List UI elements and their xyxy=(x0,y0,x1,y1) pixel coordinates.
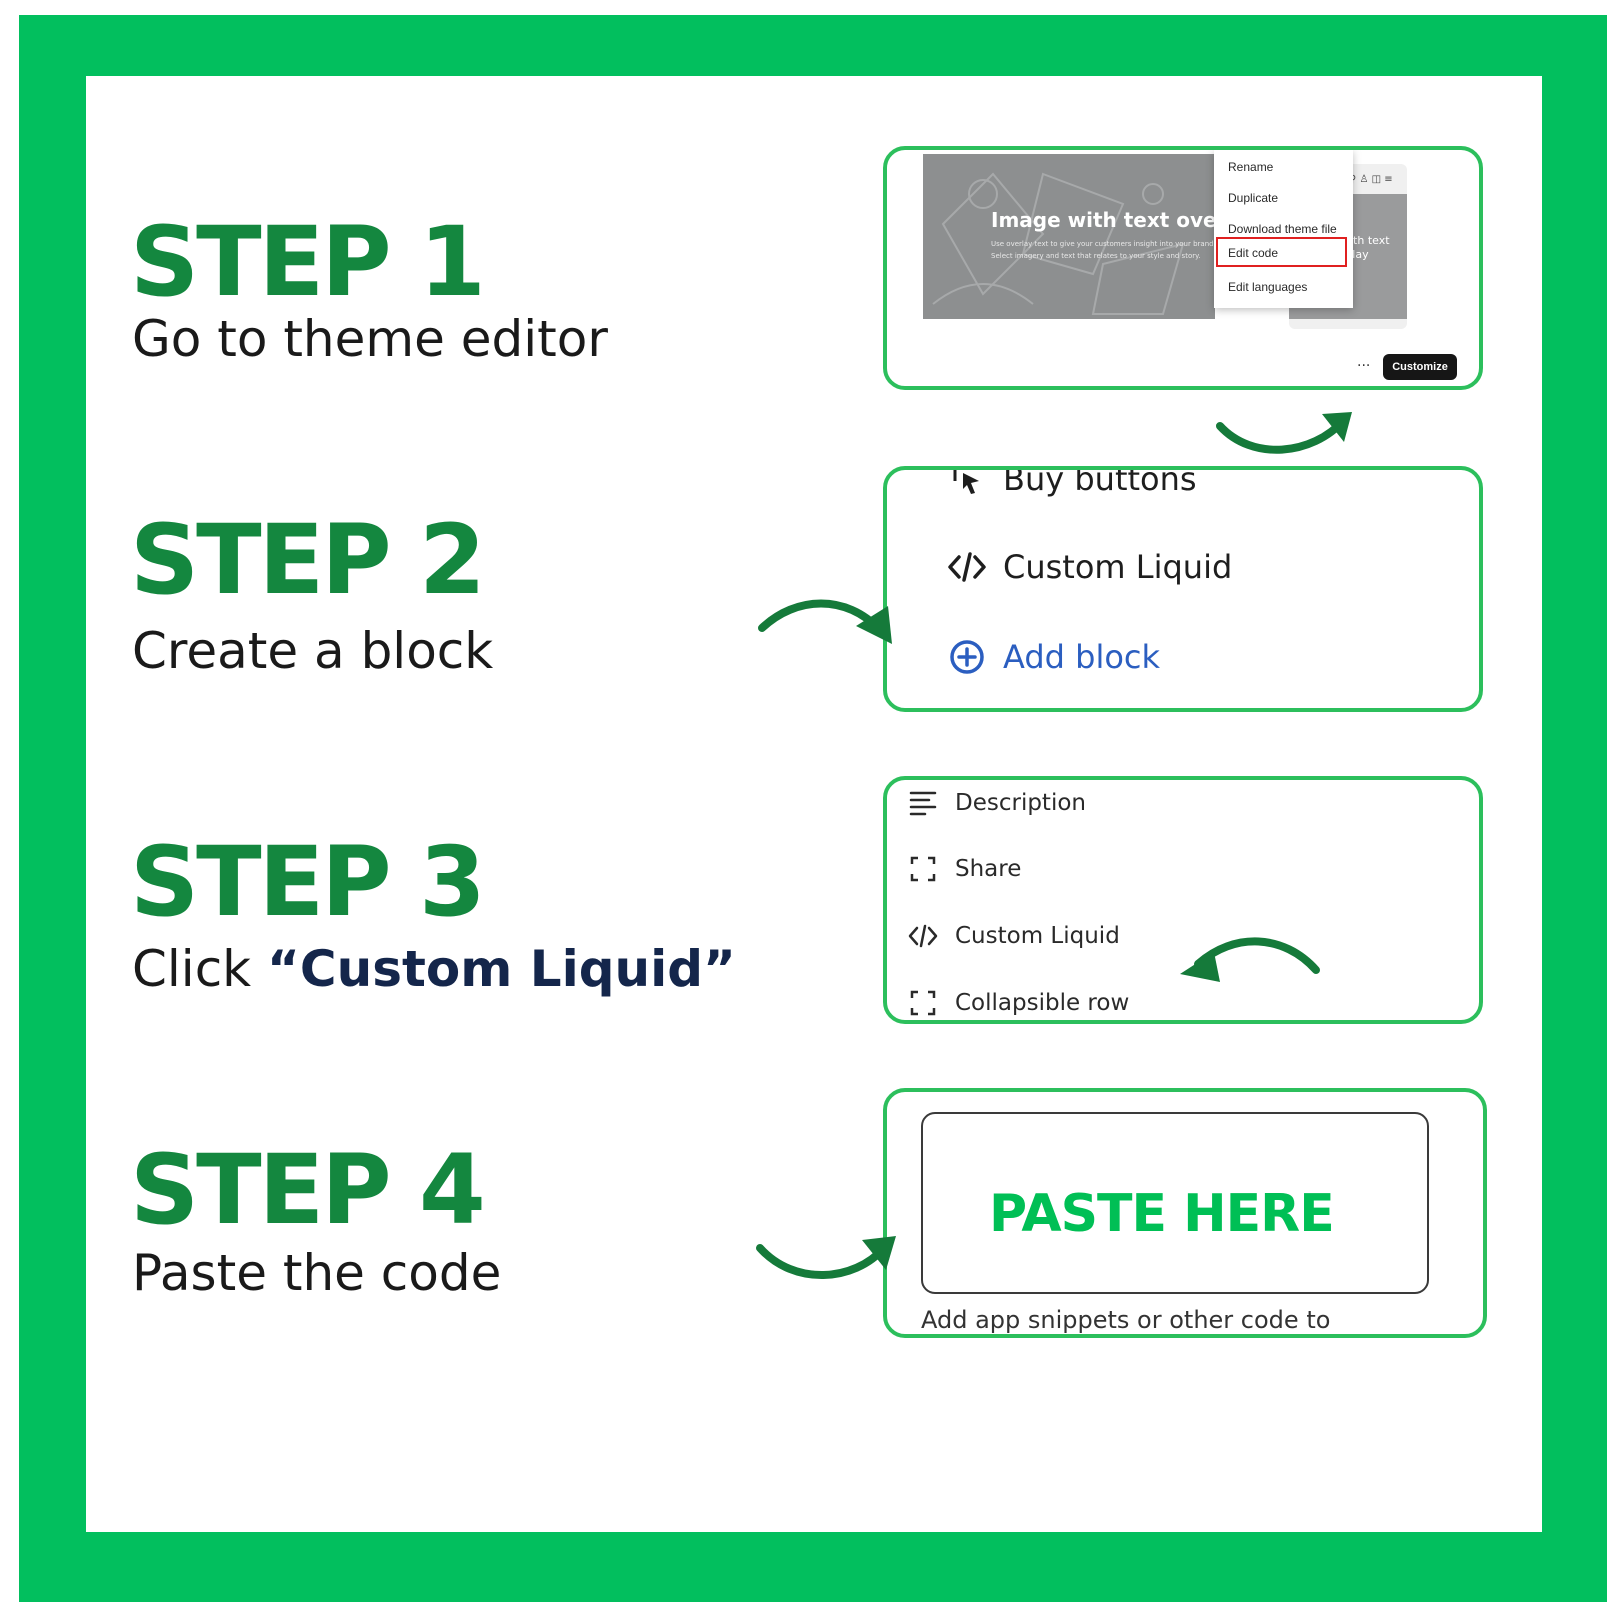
mobile-nav-icons: ⚲ ♙ ◫ ≡ xyxy=(1349,174,1393,185)
custom-liquid-code-field[interactable]: PASTE HERE xyxy=(921,1112,1429,1294)
overlay-heading: Image with text ove xyxy=(991,208,1215,232)
menu-item-download-theme-file[interactable]: Download theme file xyxy=(1228,222,1337,236)
field-help-text: Add app snippets or other code to xyxy=(921,1306,1331,1334)
collapsible-row-item[interactable]: Collapsible row xyxy=(907,990,1129,1016)
custom-liquid-item[interactable]: Custom Liquid xyxy=(945,548,1232,586)
menu-item-edit-code[interactable]: Edit code xyxy=(1228,246,1279,260)
step-2-title: STEP 2 xyxy=(130,504,486,616)
step-4-description: Paste the code xyxy=(132,1244,502,1302)
step-2-screenshot-panel: Buy buttons Custom Liquid Add block xyxy=(883,466,1483,712)
buy-buttons-item[interactable]: Buy buttons xyxy=(945,466,1197,498)
overlay-subtext: Use overlay text to give your customers … xyxy=(991,240,1215,260)
description-label: Description xyxy=(955,790,1086,816)
step-3-description: Click “Custom Liquid” xyxy=(132,944,736,994)
cursor-click-icon xyxy=(945,470,989,497)
buy-buttons-label: Buy buttons xyxy=(1003,466,1197,498)
step-3-description-emphasis: “Custom Liquid” xyxy=(267,940,736,998)
customize-button[interactable]: Customize xyxy=(1383,354,1457,380)
step-1-title: STEP 1 xyxy=(130,206,486,318)
custom-liquid-option-label: Custom Liquid xyxy=(955,923,1120,949)
share-item[interactable]: Share xyxy=(907,856,1021,882)
more-actions-button[interactable]: ··· xyxy=(1357,358,1371,374)
custom-liquid-label: Custom Liquid xyxy=(1003,548,1233,586)
code-icon xyxy=(945,551,989,583)
theme-actions-menu: Rename Duplicate Download theme file Edi… xyxy=(1214,150,1353,308)
dashed-square-icon xyxy=(907,990,939,1016)
step-1-screenshot-panel: Image with text ove Use overlay text to … xyxy=(883,146,1483,390)
add-block-label: Add block xyxy=(1003,638,1161,676)
code-icon xyxy=(907,924,939,948)
collapsible-row-label: Collapsible row xyxy=(955,990,1130,1016)
share-label: Share xyxy=(955,856,1022,882)
step-1-arrow-icon xyxy=(1216,412,1352,454)
decorative-pattern-icon xyxy=(932,172,1185,315)
step-2-arrow-icon xyxy=(758,599,892,644)
text-lines-icon xyxy=(907,790,939,816)
dashed-square-icon xyxy=(907,856,939,882)
image-with-text-overlay-preview: Image with text ove Use overlay text to … xyxy=(923,154,1215,319)
edit-code-highlight xyxy=(1216,237,1347,267)
custom-liquid-option[interactable]: Custom Liquid xyxy=(907,923,1120,949)
step-3-screenshot-panel: Description Share Custom Liquid Collapsi… xyxy=(883,776,1483,1024)
step-4-title: STEP 4 xyxy=(130,1134,486,1246)
menu-item-rename[interactable]: Rename xyxy=(1228,160,1274,174)
add-block-button[interactable]: Add block xyxy=(945,638,1160,676)
description-item[interactable]: Description xyxy=(907,790,1086,816)
step-1-description: Go to theme editor xyxy=(132,310,608,368)
menu-item-duplicate[interactable]: Duplicate xyxy=(1228,191,1279,205)
step-3-arrow-icon xyxy=(1180,937,1320,982)
step-2-description: Create a block xyxy=(132,622,494,680)
menu-item-edit-languages[interactable]: Edit languages xyxy=(1228,280,1308,294)
plus-circle-icon xyxy=(945,638,989,676)
step-4-screenshot-panel: PASTE HERE Add app snippets or other cod… xyxy=(883,1088,1487,1338)
paste-here-label: PASTE HERE xyxy=(989,1184,1335,1244)
step-4-arrow-icon xyxy=(756,1236,896,1279)
step-3-description-prefix: Click xyxy=(132,940,268,998)
step-3-title: STEP 3 xyxy=(130,826,486,938)
instruction-canvas: STEP 1 Go to theme editor Image with tex… xyxy=(86,76,1542,1532)
